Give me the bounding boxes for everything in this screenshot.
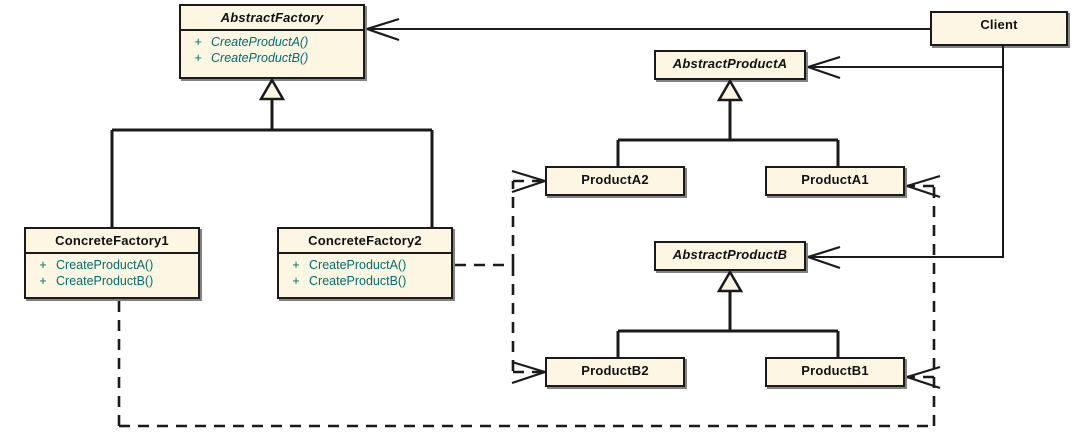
association-client-to-abstractfactory <box>366 17 930 42</box>
operation-row: + CreateProductB() <box>283 273 447 289</box>
class-box-product-a2[interactable]: ProductA2 <box>545 166 685 196</box>
class-name-abstract-product-a: AbstractProductA <box>672 56 788 71</box>
class-box-concrete-factory-2[interactable]: ConcreteFactory2 + CreateProductA() + Create… <box>277 227 453 299</box>
class-box-concrete-factory-1[interactable]: ConcreteFactory1 + CreateProductA() + Create… <box>24 227 200 299</box>
generalization-triangle-abstractproductb <box>716 269 744 293</box>
class-name-client: Client <box>980 17 1018 32</box>
operations-compartment-abstract-factory: + CreateProductA() + CreateProductB() <box>181 29 363 70</box>
class-name-abstract-product-b: AbstractProductB <box>672 247 788 262</box>
class-name-product-a2: ProductA2 <box>581 172 649 187</box>
operation-visibility: + <box>39 274 47 288</box>
dependency-concretefactory2-to-products <box>455 169 546 385</box>
open-arrowhead-abstractproductb <box>807 245 841 270</box>
class-name-product-a1: ProductA1 <box>801 172 869 187</box>
operation-visibility: + <box>292 258 300 272</box>
operation-visibility: + <box>39 258 47 272</box>
operation-visibility: + <box>292 274 300 288</box>
open-arrowhead-productb2 <box>511 360 546 385</box>
generalization-producta-to-abstractproducta <box>616 78 840 166</box>
operation-row: + CreateProductB() <box>185 50 359 66</box>
class-box-product-b1[interactable]: ProductB1 <box>765 357 905 387</box>
operation-visibility: + <box>194 35 202 49</box>
dependency-concretefactory1-to-products <box>117 174 941 428</box>
class-box-abstract-product-a[interactable]: AbstractProductA <box>654 50 806 80</box>
open-arrowhead-productb1 <box>906 365 941 390</box>
class-box-product-a1[interactable]: ProductA1 <box>765 166 905 196</box>
operation-signature: CreateProductA() <box>309 258 407 272</box>
operation-row: + CreateProductA() <box>185 34 359 50</box>
class-name-concrete-factory-2: ConcreteFactory2 <box>308 233 422 248</box>
operation-signature: CreateProductB() <box>211 51 309 65</box>
operations-compartment-concrete-factory-2: + CreateProductA() + CreateProductB() <box>279 252 451 293</box>
open-arrowhead-abstractproducta <box>807 55 841 80</box>
operation-visibility: + <box>194 51 202 65</box>
open-arrowhead-producta2 <box>511 169 546 194</box>
association-client-to-abstractproducta <box>807 46 1004 80</box>
class-box-product-b2[interactable]: ProductB2 <box>545 357 685 387</box>
operation-signature: CreateProductB() <box>309 274 407 288</box>
open-arrowhead-producta1 <box>906 174 941 199</box>
operation-signature: CreateProductA() <box>211 35 309 49</box>
class-box-abstract-product-b[interactable]: AbstractProductB <box>654 241 806 271</box>
operation-row: + CreateProductB() <box>30 273 194 289</box>
class-name-product-b1: ProductB1 <box>801 363 869 378</box>
association-client-to-abstractproductb <box>807 46 1004 270</box>
class-box-abstract-factory[interactable]: AbstractFactory + CreateProductA() + CreateP… <box>179 4 365 79</box>
generalization-triangle-abstractproducta <box>716 78 744 102</box>
operations-compartment-concrete-factory-1: + CreateProductA() + CreateProductB() <box>26 252 198 293</box>
class-name-product-b2: ProductB2 <box>581 363 649 378</box>
operation-signature: CreateProductB() <box>56 274 154 288</box>
class-name-abstract-factory: AbstractFactory <box>220 10 324 25</box>
generalization-concretefactory-to-abstractfactory <box>110 77 434 227</box>
operation-row: + CreateProductA() <box>30 257 194 273</box>
class-box-client[interactable]: Client <box>930 11 1068 46</box>
class-name-concrete-factory-1: ConcreteFactory1 <box>55 233 169 248</box>
operation-row: + CreateProductA() <box>283 257 447 273</box>
open-arrowhead-abstractfactory <box>366 17 400 42</box>
operation-signature: CreateProductA() <box>56 258 154 272</box>
generalization-productb-to-abstractproductb <box>616 269 840 357</box>
generalization-triangle-abstractfactory <box>258 77 286 101</box>
